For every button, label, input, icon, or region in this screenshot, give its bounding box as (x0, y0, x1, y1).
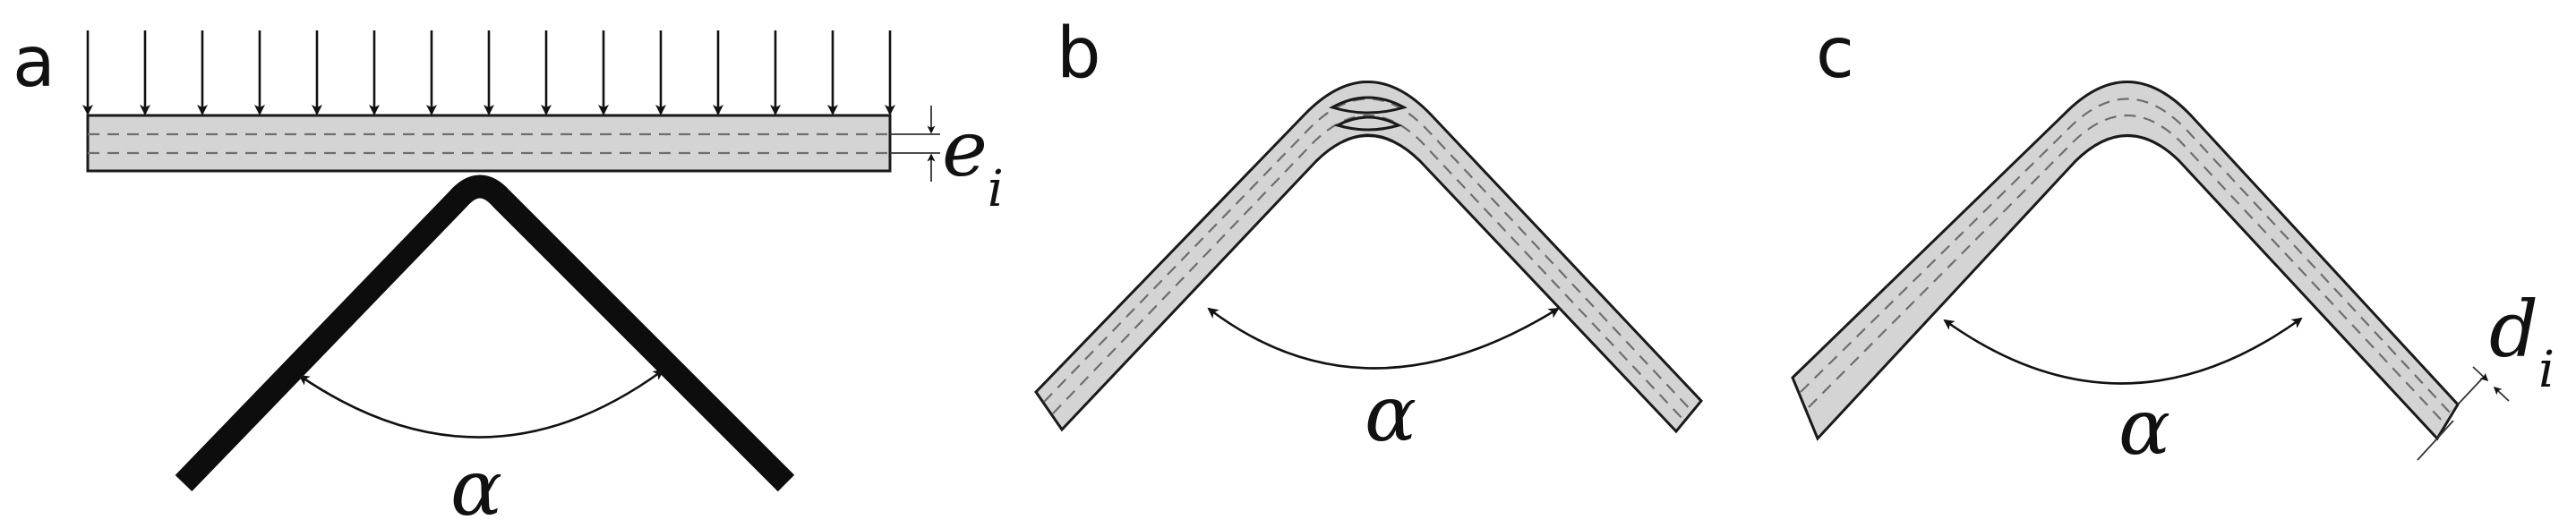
offset-symbol: d (2489, 285, 2538, 375)
panel-c-label: c (1816, 13, 1854, 94)
panel-a: a ei α (13, 22, 1004, 528)
apex-wrinkles (1329, 96, 1408, 143)
angle-label: α (450, 444, 502, 528)
offset-subscript: i (2538, 341, 2555, 399)
offset-label: di (2489, 285, 2555, 399)
panel-b-label: b (1057, 13, 1101, 94)
thickness-subscript: i (988, 160, 1004, 218)
panel-b: b α (1034, 13, 1703, 459)
angle-arc (1207, 307, 1560, 370)
flat-strip (86, 114, 892, 173)
thickness-symbol: e (942, 105, 988, 194)
ply-interface-2 (1052, 115, 1686, 422)
angle-arc (298, 369, 664, 439)
angle-arc (1943, 317, 2303, 385)
load-arrows (82, 30, 895, 115)
angle-label: α (1365, 370, 1416, 459)
panel-a-label: a (13, 22, 56, 103)
thickness-dimension (890, 106, 940, 182)
bent-strip (1791, 81, 2460, 441)
angle-label: α (2118, 383, 2170, 473)
ply-interface-1 (1800, 98, 2452, 415)
offset-dimension (2417, 366, 2510, 461)
bent-strip-wrinkled (1034, 81, 1703, 434)
thickness-label: ei (942, 105, 1004, 218)
panel-c: c di α (1791, 13, 2555, 473)
ply-interface-2 (1808, 115, 2446, 425)
v-die (175, 175, 795, 492)
ply-interface-1 (1043, 98, 1694, 413)
